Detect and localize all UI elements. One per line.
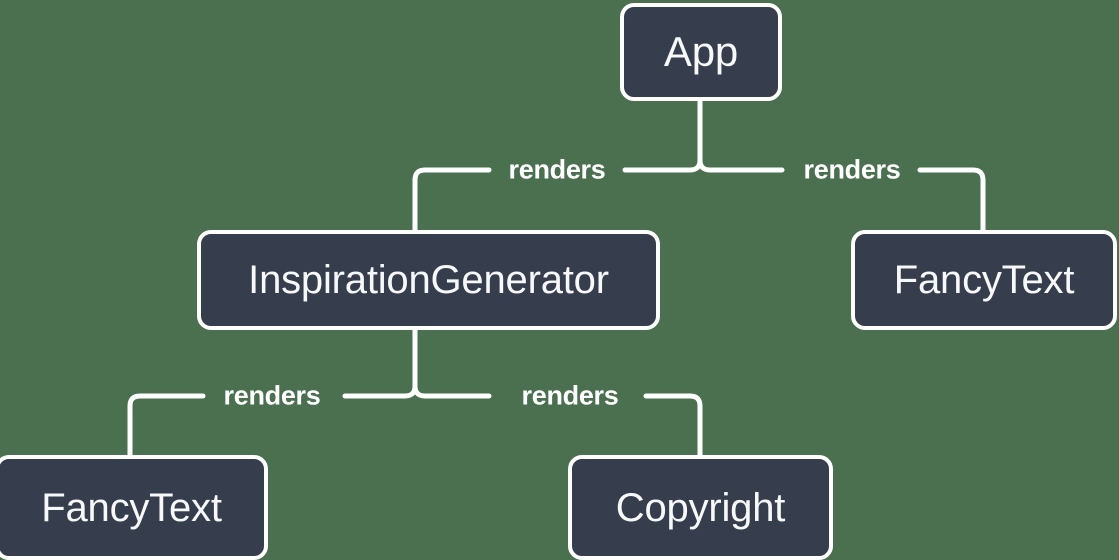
edge-app-to-fancytext-right xyxy=(697,98,986,233)
node-app[interactable]: App xyxy=(620,3,782,101)
edge-label-inspiration-to-fancytext-bottom: renders xyxy=(223,380,321,411)
node-copyright[interactable]: Copyright xyxy=(568,455,833,560)
node-label-fancytext-right: FancyText xyxy=(893,258,1075,302)
edge-label-app-to-inspiration-generator: renders xyxy=(508,154,606,185)
node-label-app: App xyxy=(663,28,739,75)
node-fancytext-right[interactable]: FancyText xyxy=(851,230,1117,330)
edge-inspiration-to-copyright xyxy=(412,327,703,458)
node-label-inspiration-generator: InspirationGenerator xyxy=(248,258,609,302)
edge-label-app-to-fancytext-right: renders xyxy=(803,154,901,185)
edge-label-inspiration-to-copyright: renders xyxy=(521,380,619,411)
node-inspiration-generator[interactable]: InspirationGenerator xyxy=(197,230,660,330)
node-label-fancytext-bottom: FancyText xyxy=(41,485,222,530)
node-fancytext-bottom[interactable]: FancyText xyxy=(0,455,268,560)
node-label-copyright: Copyright xyxy=(615,485,786,530)
